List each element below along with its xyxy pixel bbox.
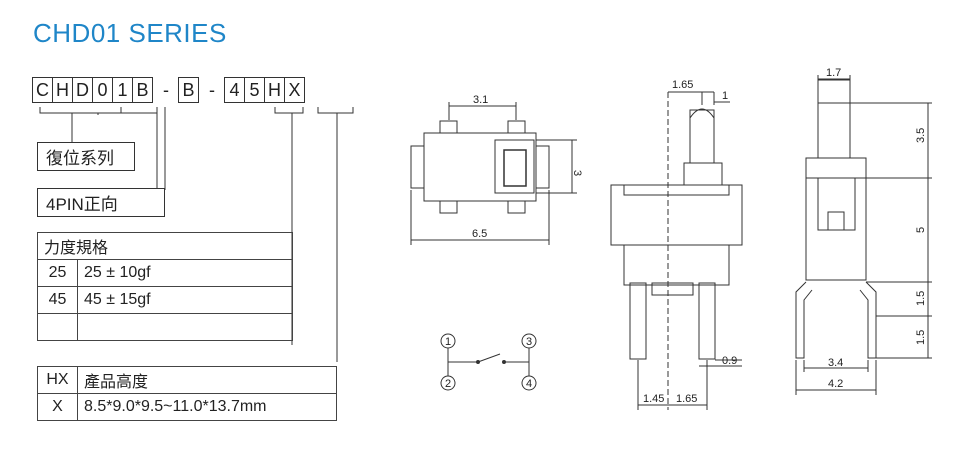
part-number-code: C H D 0 1 B - B - 4 5 H X xyxy=(32,77,305,103)
pn-char: 0 xyxy=(92,77,113,103)
table-row: X 8.5*9.0*9.5~11.0*13.7mm xyxy=(37,393,337,421)
pn-separator: - xyxy=(209,79,215,100)
dim-pad-spacing: 3.1 xyxy=(473,94,488,106)
pn-char: H xyxy=(264,77,285,103)
dim-side-d: 1.5 xyxy=(915,291,927,306)
dim-front-c: 0.9 xyxy=(722,355,737,367)
pin-label: 2 xyxy=(445,378,451,390)
side-view-drawing xyxy=(795,75,932,395)
dim-top-height: 3 xyxy=(571,170,583,176)
dim-front-d: 1.45 xyxy=(643,393,664,405)
top-view-drawing xyxy=(410,102,577,245)
pn-char: D xyxy=(72,77,93,103)
height-header-label: 產品高度 xyxy=(77,366,337,394)
pn-char: B xyxy=(178,77,199,103)
force-code: 45 xyxy=(37,286,78,314)
pin-label: 1 xyxy=(445,336,451,348)
pn-char: B xyxy=(132,77,153,103)
dim-front-e: 1.65 xyxy=(676,393,697,405)
pin-orientation-label: 4PIN正向 xyxy=(37,188,165,217)
dim-side-b: 3.5 xyxy=(915,128,927,143)
pn-char: X xyxy=(284,77,305,103)
force-value: 25 ± 10gf xyxy=(77,259,293,287)
force-spec-table: 力度規格 25 25 ± 10gf 45 45 ± 15gf xyxy=(37,232,293,341)
pin-label: 4 xyxy=(526,378,532,390)
pin-label: 3 xyxy=(526,336,532,348)
front-view-drawing xyxy=(610,91,743,410)
height-value: 8.5*9.0*9.5~11.0*13.7mm xyxy=(77,393,337,421)
switch-schematic xyxy=(440,333,537,391)
table-row xyxy=(37,313,293,341)
height-code: X xyxy=(37,393,78,421)
reset-series-label: 復位系列 xyxy=(37,142,135,171)
dim-front-b: 1 xyxy=(722,90,728,102)
series-title: CHD01 SERIES xyxy=(33,18,227,48)
dim-side-e: 1.5 xyxy=(915,330,927,345)
dim-side-f: 3.4 xyxy=(828,357,843,369)
dim-front-a: 1.65 xyxy=(672,79,693,91)
table-row: 25 25 ± 10gf xyxy=(37,259,293,287)
force-value xyxy=(77,313,293,341)
dim-side-a: 1.7 xyxy=(826,67,841,79)
height-spec-table: HX 產品高度 X 8.5*9.0*9.5~11.0*13.7mm xyxy=(37,366,337,421)
dim-top-width: 6.5 xyxy=(472,228,487,240)
force-code: 25 xyxy=(37,259,78,287)
dim-side-c: 5 xyxy=(915,227,927,233)
pn-separator: - xyxy=(163,79,169,100)
dim-side-g: 4.2 xyxy=(828,378,843,390)
force-table-header: 力度規格 xyxy=(37,232,293,260)
